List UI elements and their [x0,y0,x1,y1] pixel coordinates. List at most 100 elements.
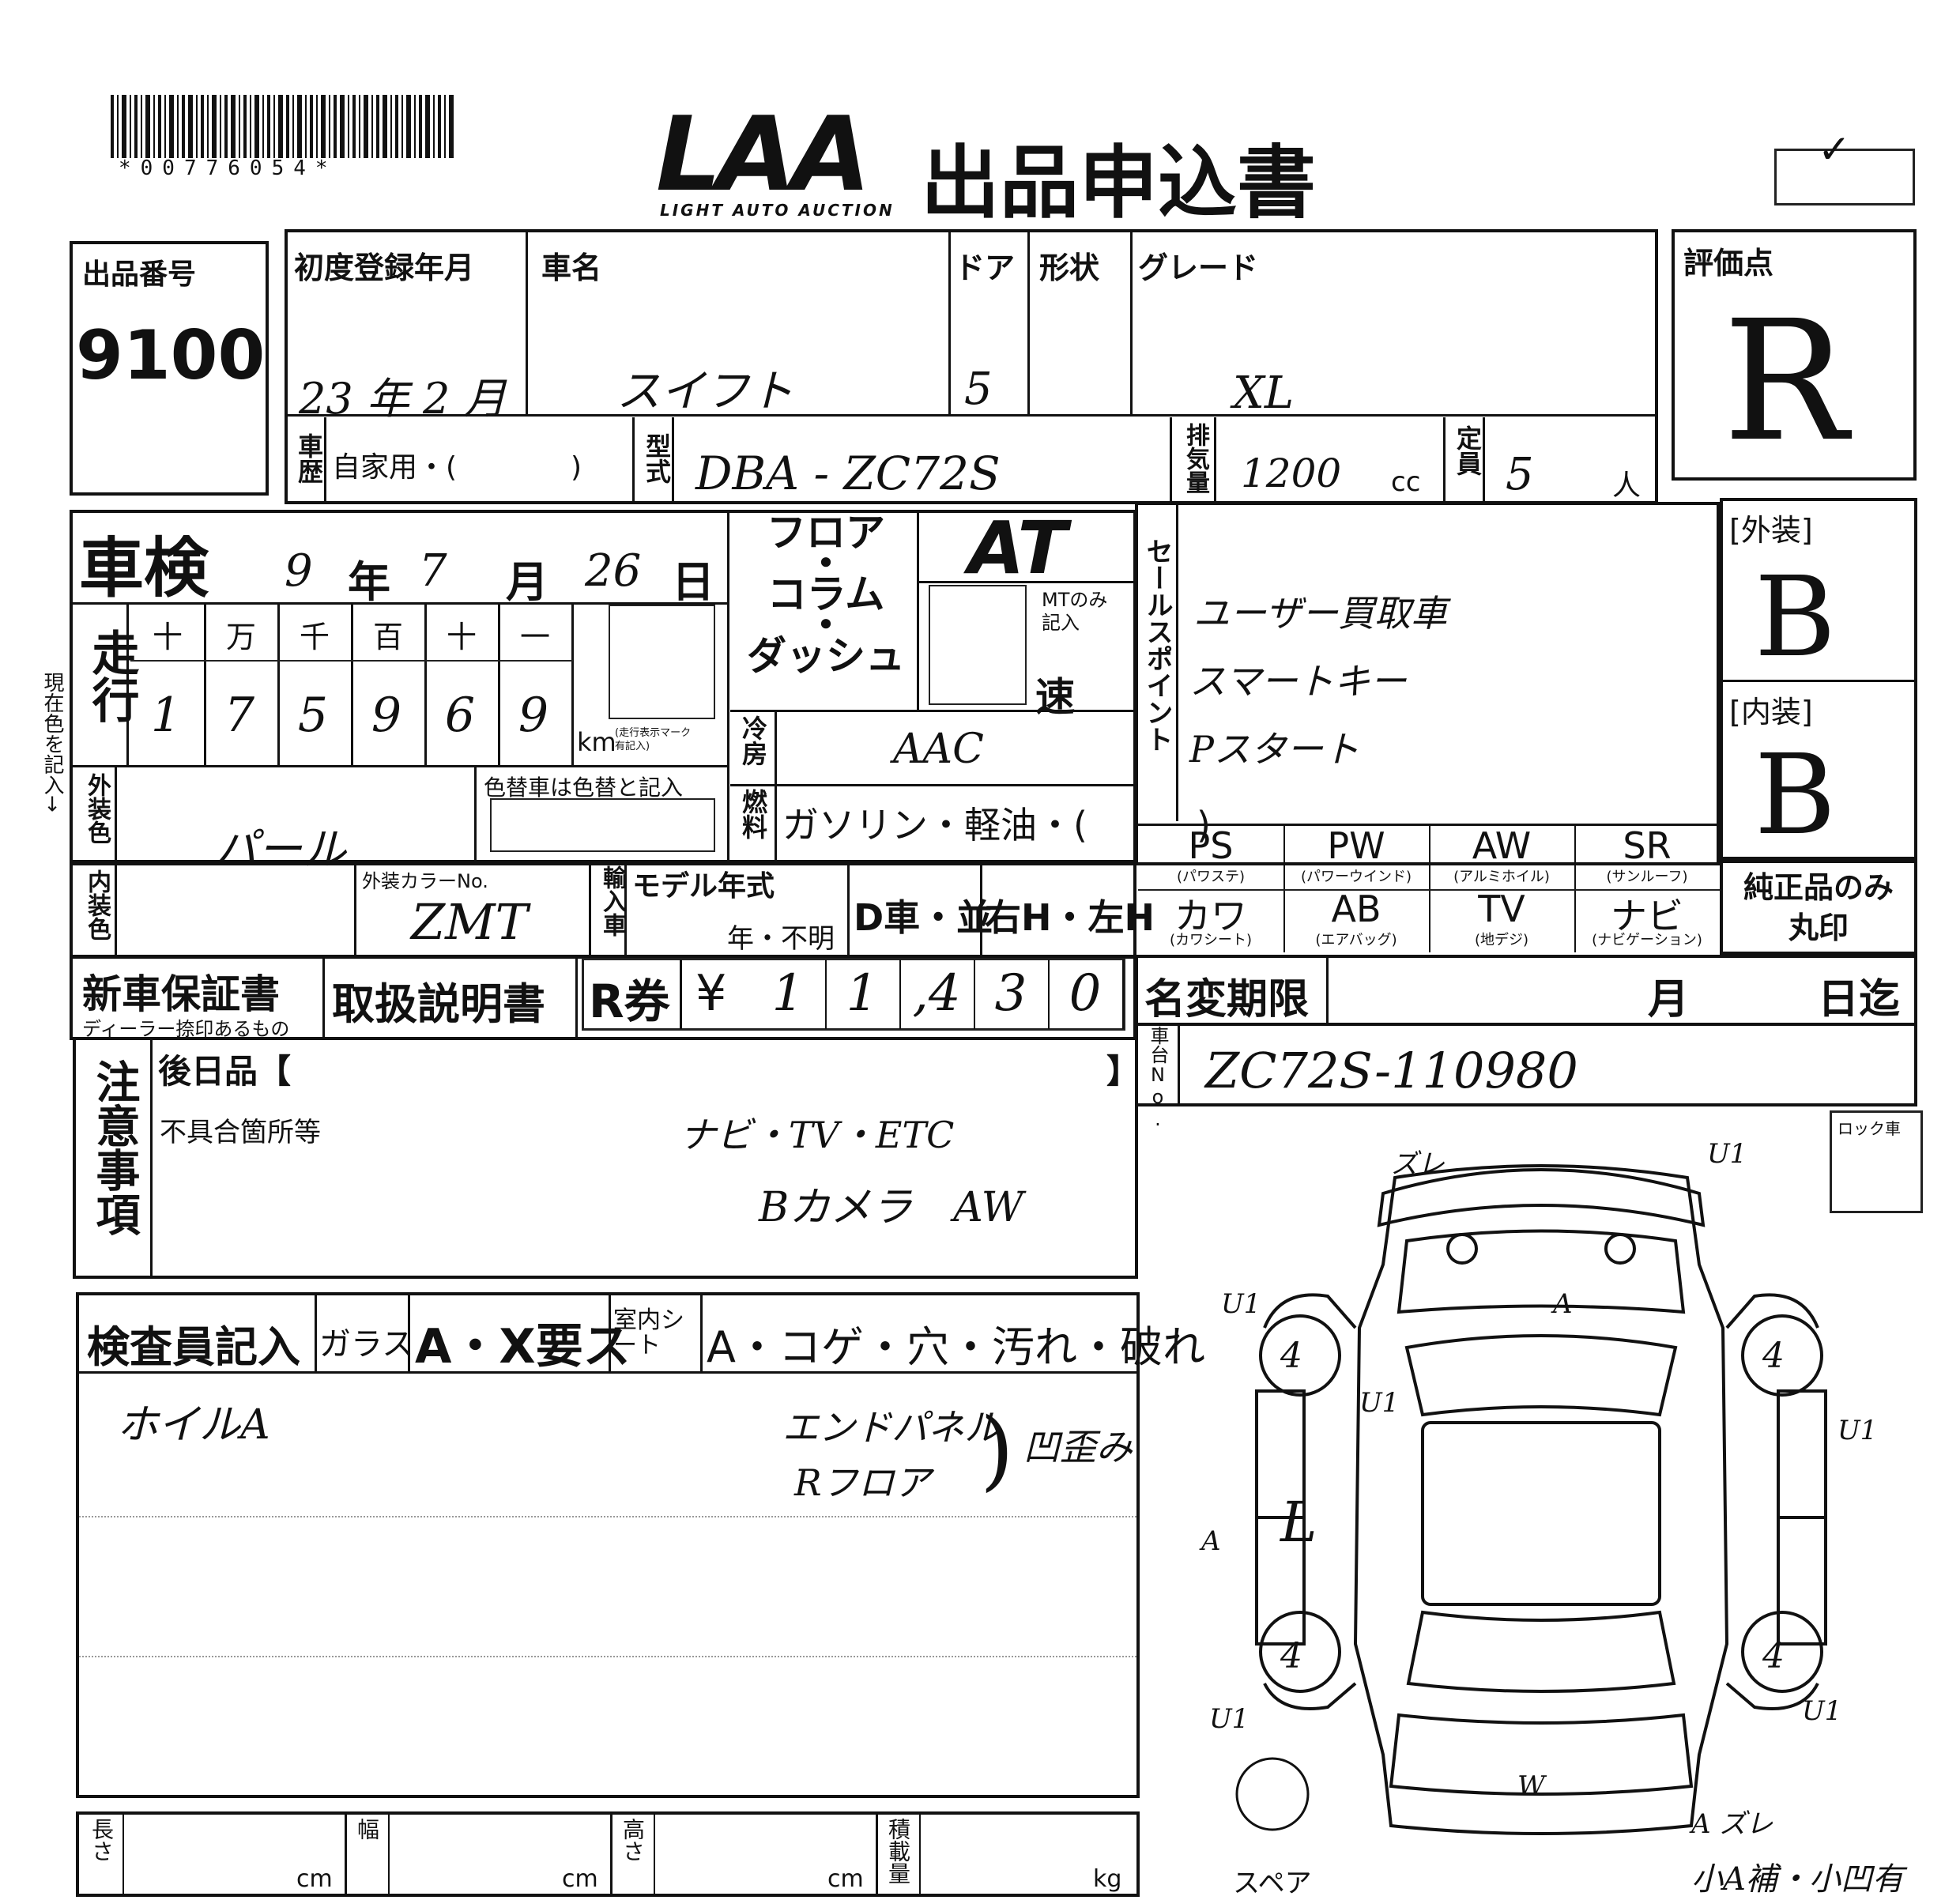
door-value: 5 [964,364,993,415]
barcode-graphic [111,95,454,158]
vehicle-info-box [285,229,1658,504]
dimension-sep [122,1815,124,1894]
lock-box[interactable] [1830,1110,1923,1213]
repaint-field[interactable] [490,798,715,852]
seat-label: 室内シート [613,1306,684,1359]
mileage-header: 十 [153,620,183,654]
diagram-mark: U1 [1802,1695,1842,1727]
dimension-0-label: 長さ [89,1818,115,1862]
barcode [111,95,458,166]
recycle-yen: ¥ [695,964,727,1022]
inspector-line-4: 凹歪み [1023,1426,1133,1468]
body-color-label: 外装色 [83,773,111,844]
mileage-header-line [130,660,573,662]
recycle-digit[interactable]: 0 [1069,964,1102,1023]
capacity-unit: 人 [1612,469,1642,502]
import-label: 輸入車 [598,865,626,937]
wheel-rear-right [1741,1611,1823,1693]
spare-wheel [1235,1757,1310,1831]
equipment-5-code[interactable]: AB [1331,888,1381,930]
odometer-mark-box[interactable] [609,605,715,719]
mileage-digit: 6 [444,688,476,743]
recycle-digit[interactable]: ,4 [912,964,961,1023]
history-label: 車歴 [294,433,324,484]
mileage-digit: 9 [518,688,549,743]
equipment-divider [1720,889,1721,952]
shaken-month-unit: 月 [506,557,548,607]
mt-note: MTのみ 記入 [1042,589,1108,634]
mileage-divider [351,605,353,767]
lot-number-label: 出品番号 [82,258,197,291]
check-mark: ✓ [1818,126,1851,172]
score-label: 評価点 [1683,246,1774,281]
recycle-digit[interactable]: 1 [846,964,879,1023]
score-box [1672,229,1917,481]
equipment-2-code[interactable]: AW [1472,824,1532,867]
page-title: 出品申込書 [921,137,1316,229]
equipment-divider [1429,826,1430,889]
windshield [1404,1334,1678,1417]
mileage-divider [277,605,280,767]
equipment-4-code[interactable]: カワ [1174,895,1247,937]
inspector-line-1: ホイルA [117,1401,270,1449]
grade-value: XL [1233,368,1295,419]
equipment-0-code[interactable]: PS [1188,824,1234,867]
wheel-front-right [1741,1314,1823,1397]
equipment-1-code[interactable]: PW [1327,824,1385,867]
name-change-day: 日迄 [1818,976,1901,1024]
equipment-3-code[interactable]: SR [1623,824,1672,867]
sales-line-2: スマートキー [1189,660,1407,703]
trunk [1389,1713,1694,1796]
shift-options: フロア ・ コラム ・ ダッシュ [747,510,905,679]
inspector-bracket: ) [980,1399,1014,1500]
sales-point-label: セールスポイント [1141,537,1173,752]
lock-label: ロック車 [1838,1119,1901,1138]
mileage-header: 一 [520,620,551,654]
recycle-digit[interactable]: 3 [994,964,1027,1023]
dimension-1-label: 幅 [354,1818,380,1840]
score-value: R [1723,285,1849,478]
mileage-header: 百 [373,620,404,654]
notes-label: 注意事項 [89,1059,140,1236]
equipment-7-code[interactable]: ナビ [1611,895,1683,937]
dimension-divider [345,1815,347,1894]
reg-label: 初度登録年月 [294,251,475,285]
equipment-2-sub: (アルミホイル) [1453,869,1550,885]
fuel-label: 燃料 [738,789,768,839]
recycle-digit[interactable]: 1 [771,964,805,1023]
diagram-mark: A [1201,1525,1221,1557]
equipment-6-code[interactable]: TV [1478,888,1525,930]
recycle-field[interactable] [582,958,1125,1031]
diagram-mark: U1 [1221,1288,1261,1320]
recycle-divider [825,959,827,1029]
logo: LAA [656,94,871,214]
shaken-year: 9 [285,545,313,597]
interior-value: B [1755,731,1836,860]
inspector-line-2: エンドパネル [782,1406,1001,1449]
svg-text:4: 4 [1762,1336,1785,1376]
mileage-divider [204,605,206,767]
mileage-header: 十 [447,620,477,654]
model-value: DBA - ZC72S [695,447,1001,500]
svg-text:L: L [1279,1490,1317,1555]
equipment-divider [1574,826,1576,889]
grade-label: グレード [1138,251,1259,285]
spare-label: スペア [1233,1868,1312,1899]
speed-label: 速 [1035,674,1075,720]
defect-label: 不具合箇所等 [160,1117,321,1148]
shaken-day-unit: 日 [672,557,714,607]
sales-point-box [1135,502,1720,865]
mileage-digit: 9 [371,688,402,743]
checkbox[interactable] [1774,149,1915,205]
ext-int-box [1720,498,1917,860]
genuine-box [1720,860,1917,955]
interior-color-label: 内装色 [83,869,111,941]
recycle-divider [974,959,975,1029]
diagram-mark: A [1553,1288,1573,1320]
shape-label: 形状 [1039,251,1100,285]
notes-line-1: ナビ・TV・ETC [680,1114,955,1156]
side-note: 現在色を記入→ [40,672,64,812]
recycle-label: R券 [589,975,670,1028]
rear-window [1406,1610,1676,1693]
mt-gear-field[interactable] [929,585,1027,705]
